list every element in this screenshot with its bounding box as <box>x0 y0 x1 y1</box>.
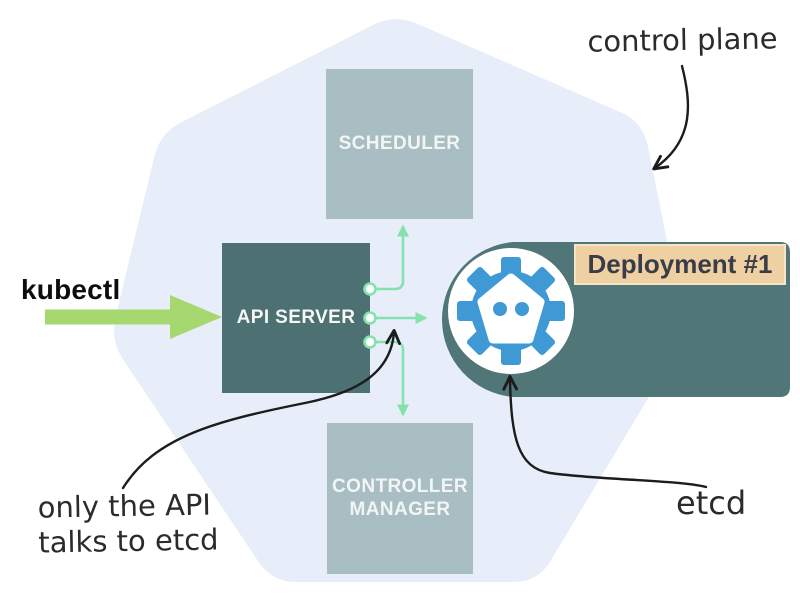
scheduler-label: SCHEDULER <box>338 132 461 154</box>
api-server-node: API SERVER <box>222 243 370 393</box>
robot-eye-right <box>515 302 529 316</box>
scheduler-node: SCHEDULER <box>326 69 473 219</box>
api-connection-ports <box>363 282 377 349</box>
controller-manager-node: CONTROLLER MANAGER <box>327 423 473 574</box>
etcd-arrow <box>502 374 708 489</box>
control-plane-shape <box>113 19 683 583</box>
api-server-label: API SERVER <box>236 307 356 328</box>
controller-manager-label: CONTROLLER MANAGER <box>332 476 468 520</box>
robot-eye-left <box>493 302 507 316</box>
api-port-middle <box>363 311 377 325</box>
api-connectors <box>374 224 428 417</box>
etcd-annotation: etcd <box>676 484 747 522</box>
robot-face <box>477 273 545 344</box>
only-api-arrow <box>121 328 402 490</box>
control-plane-annotation: control plane <box>587 21 778 59</box>
control-plane-arrow <box>652 64 690 171</box>
etcd-logo-icon <box>448 248 574 374</box>
only-api-annotation: only the API talks to etcd <box>37 487 219 560</box>
api-port-bottom <box>363 335 377 349</box>
kubectl-arrow <box>45 295 222 339</box>
connector-api-to-scheduler <box>374 224 409 291</box>
deployment-badge: Deployment #1 <box>574 244 786 285</box>
api-port-top <box>363 282 377 296</box>
deployment-label: Deployment #1 <box>587 249 773 279</box>
kubectl-label: kubectl <box>21 274 121 305</box>
